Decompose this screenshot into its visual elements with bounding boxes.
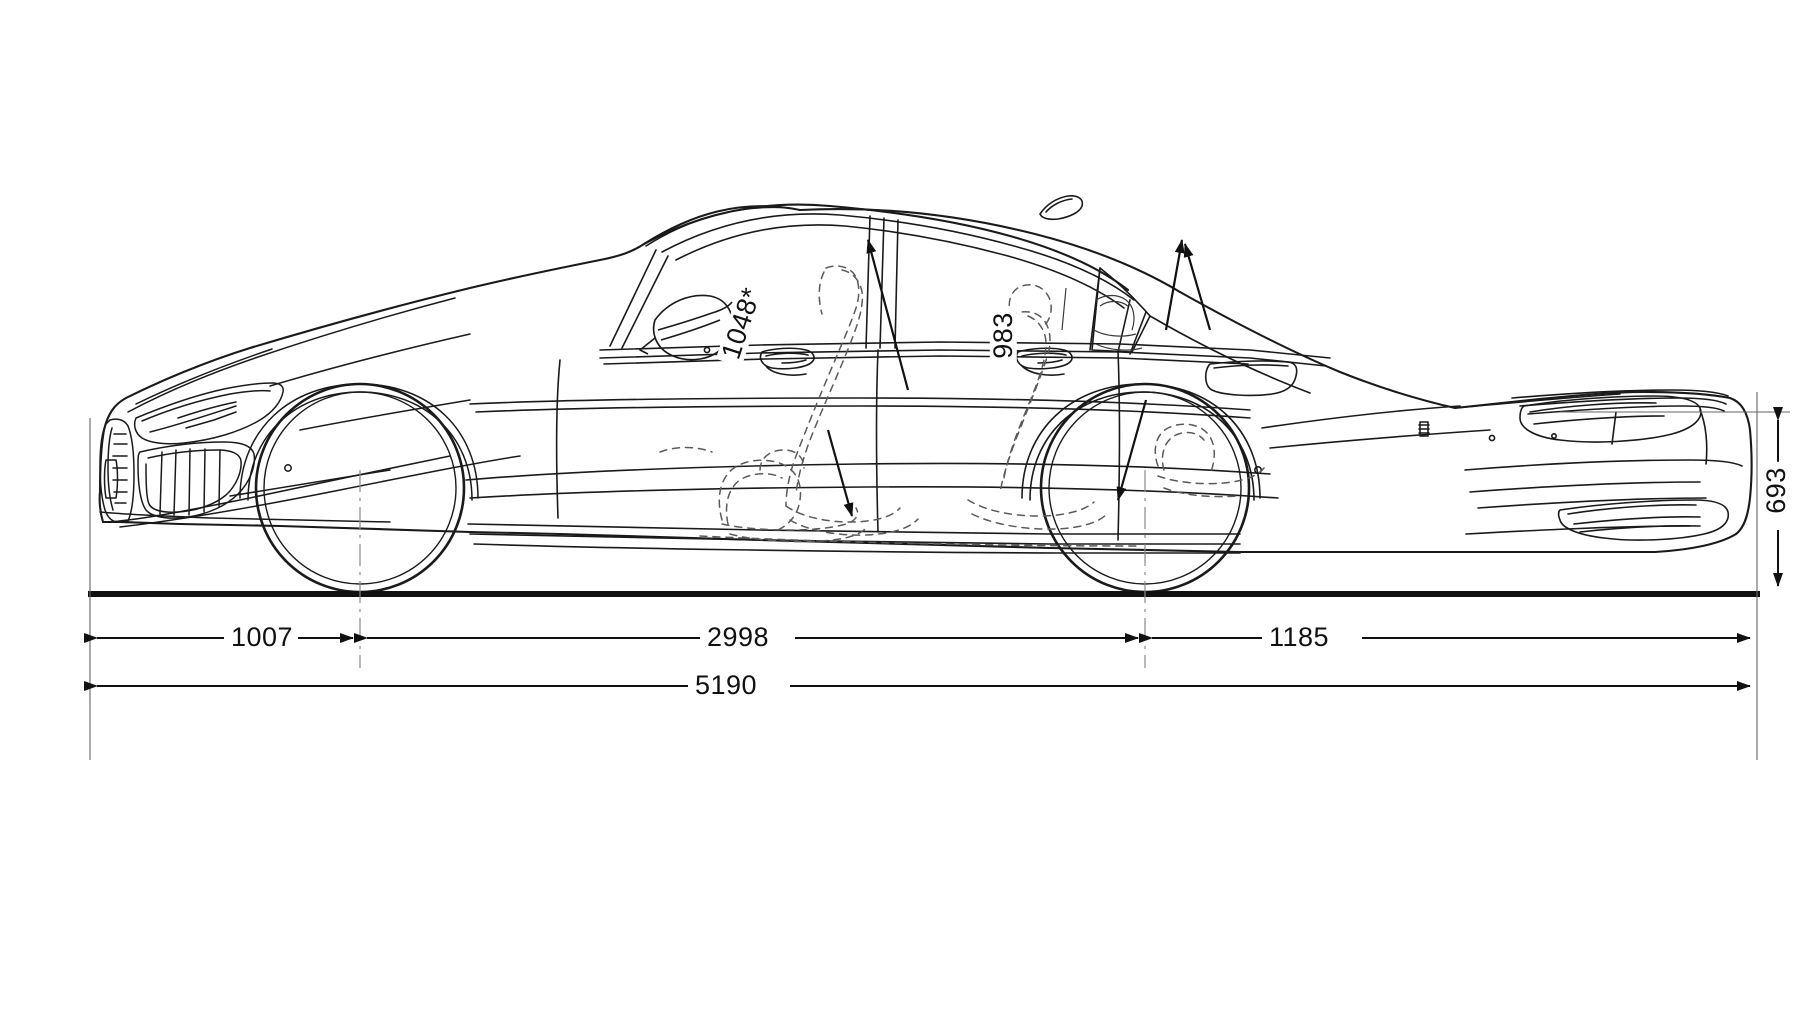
rear-headroom-label: 983 [988, 307, 1018, 364]
side-mirror [639, 294, 734, 361]
interior-hidden-lines [659, 265, 1265, 547]
vehicle-outline [98, 203, 1753, 554]
dimension-rear-height [1560, 407, 1790, 587]
rear-overhang-label: 1185 [1264, 624, 1335, 651]
overall-length-label: 5190 [690, 672, 763, 699]
dimension-front-headroom [826, 239, 910, 517]
front-overhang-label: 1007 [226, 624, 299, 651]
body-side-details [465, 347, 1491, 554]
dimension-rear-headroom [1116, 239, 1212, 501]
front-end-details [99, 297, 521, 528]
rear-deck-height-label: 693 [1761, 462, 1791, 519]
interior-visible-lines [1061, 287, 1143, 351]
extension-lines [89, 392, 1758, 760]
rear-end-details [1418, 389, 1743, 541]
wheelbase-label: 2998 [702, 624, 775, 651]
